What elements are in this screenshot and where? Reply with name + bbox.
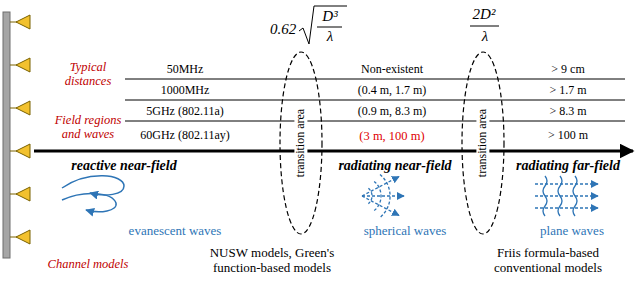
channel-model: Friis formula-based conventional models: [476, 246, 621, 276]
formula-term: λ: [327, 28, 334, 45]
distance-cell: (0.4 m, 1.7 m): [358, 84, 427, 98]
distance-cell: > 9 cm: [551, 63, 584, 77]
distance-cell: Non-existent: [361, 63, 423, 77]
transition-ellipse: transition area: [279, 51, 323, 235]
table-rules: [125, 79, 625, 121]
plane-wave-icon: [535, 176, 598, 216]
distance-cell: > 100 m: [548, 129, 588, 143]
row-caption: Channel models: [48, 257, 129, 271]
spherical-wave-icon: [362, 175, 404, 218]
formula-term: 0.62: [270, 21, 296, 38]
distance-axis: [34, 150, 633, 153]
row-caption: Typical distances: [57, 60, 119, 89]
formula-term: D³: [322, 8, 337, 25]
formula-term: λ: [482, 28, 489, 45]
distance-cell: > 8.3 m: [549, 105, 586, 119]
antenna-array: [3, 12, 30, 258]
distance-cell: (0.9 m, 8.3 m): [358, 105, 427, 119]
field-region: radiating far-field: [516, 158, 620, 174]
formula-term: 2D²: [473, 6, 496, 23]
transition-ellipse: transition area: [461, 51, 505, 235]
wave-label: evanescent waves: [129, 224, 222, 239]
field-region: radiating near-field: [338, 158, 451, 174]
row-caption: Field regions and waves: [47, 113, 129, 142]
region-label: transition area: [294, 107, 307, 179]
distance-cell: (3 m, 100 m): [359, 129, 424, 143]
frequency-cell: 1000MHz: [161, 84, 210, 98]
evanescent-wave-icon: [62, 176, 124, 212]
frequency-cell: 50MHz: [167, 63, 204, 77]
wave-label: plane waves: [540, 224, 604, 239]
channel-model: NUSW models, Green's function-based mode…: [197, 246, 347, 276]
field-region: reactive near-field: [71, 158, 176, 174]
frequency-cell: 5GHz (802.11a): [146, 105, 224, 119]
region-label: transition area: [476, 107, 489, 179]
distance-cell: > 1.7 m: [549, 84, 586, 98]
frequency-cell: 60GHz (802.11ay): [140, 129, 230, 143]
wave-label: spherical waves: [364, 224, 447, 239]
